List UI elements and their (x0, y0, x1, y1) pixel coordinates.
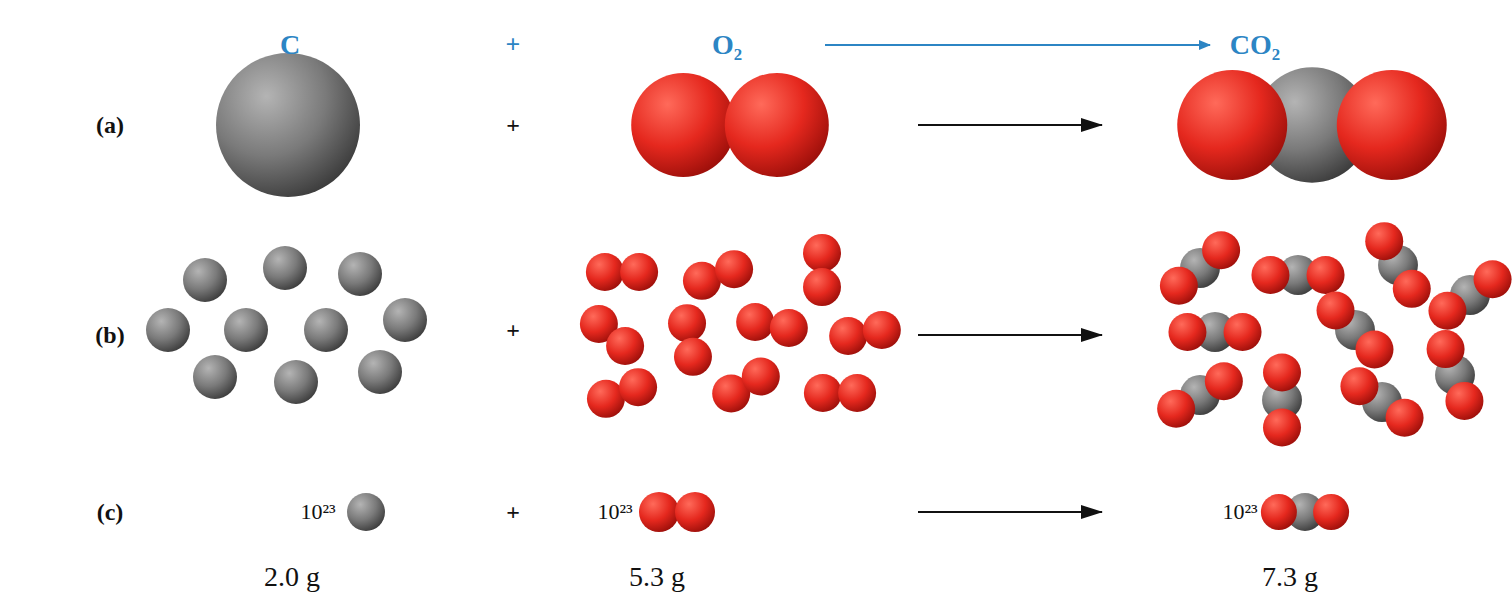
mass-label: 2.0 g (264, 563, 320, 591)
carbon-atom (146, 308, 190, 352)
oxygen-atom (1428, 292, 1466, 330)
oxygen-atom (1307, 256, 1345, 294)
oxygen-atom (639, 492, 679, 532)
molecule-models (146, 53, 1512, 532)
oxygen-atom (586, 253, 624, 291)
carbon-atom (224, 308, 268, 352)
oxygen-atom (1160, 267, 1198, 305)
oxygen-atom (1474, 260, 1512, 298)
plus-sign: + (506, 318, 520, 342)
oxygen-atom (770, 309, 808, 347)
reactant-formula: C (280, 31, 300, 59)
oxygen-atom (838, 374, 876, 412)
oxygen-atom (1365, 222, 1403, 260)
oxygen-atom (1427, 330, 1465, 368)
carbon-atom (347, 493, 385, 531)
oxygen-atom (631, 73, 735, 177)
oxygen-atom (1177, 70, 1287, 180)
oxygen-atom (1205, 362, 1243, 400)
row-label: (a) (96, 113, 124, 137)
plus-sign: + (506, 32, 521, 58)
plus-sign: + (506, 113, 520, 137)
carbon-atom (304, 308, 348, 352)
mass-label: 7.3 g (1262, 563, 1318, 591)
oxygen-atom (1337, 70, 1447, 180)
oxygen-atom (668, 304, 706, 342)
oxygen-atom (725, 73, 829, 177)
reaction-arrow (918, 124, 1102, 126)
oxygen-atom (1445, 382, 1483, 420)
oxygen-atom (863, 311, 901, 349)
oxygen-atom (1317, 292, 1355, 330)
oxygen-atom (1263, 409, 1301, 447)
carbon-atom (274, 360, 318, 404)
header-arrow (825, 44, 1210, 46)
oxygen-atom (829, 317, 867, 355)
carbon-atom (358, 350, 402, 394)
carbon-atom (216, 53, 360, 197)
count-label: 10²³ (300, 501, 335, 523)
mass-label: 5.3 g (629, 563, 685, 591)
oxygen-atom (674, 338, 712, 376)
oxygen-atom (1340, 367, 1378, 405)
oxygen-atom (606, 327, 644, 365)
oxygen-atom (803, 234, 841, 272)
carbon-atom (193, 355, 237, 399)
oxygen-atom (1263, 353, 1301, 391)
oxygen-atom (1393, 270, 1431, 308)
carbon-atom (183, 258, 227, 302)
oxygen-atom (620, 253, 658, 291)
reactant-formula: O₂ (712, 31, 742, 59)
oxygen-atom (736, 303, 774, 341)
oxygen-atom (1386, 399, 1424, 437)
oxygen-atom (804, 374, 842, 412)
oxygen-atom (1261, 494, 1297, 530)
oxygen-atom (1313, 494, 1349, 530)
oxygen-atom (1224, 313, 1262, 351)
oxygen-atom (1355, 330, 1393, 368)
oxygen-atom (1202, 231, 1240, 269)
oxygen-atom (742, 357, 780, 395)
carbon-atom (383, 298, 427, 342)
oxygen-atom (675, 492, 715, 532)
count-label: 10²³ (597, 501, 632, 523)
oxygen-atom (619, 368, 657, 406)
reaction-arrow (918, 334, 1102, 336)
carbon-atom (263, 246, 307, 290)
product-formula: CO₂ (1230, 31, 1280, 59)
row-label: (b) (95, 323, 124, 347)
count-label: 10²³ (1222, 501, 1257, 523)
oxygen-atom (1157, 390, 1195, 428)
oxygen-atom (803, 268, 841, 306)
oxygen-atom (1168, 313, 1206, 351)
plus-sign: + (506, 500, 520, 524)
row-label: (c) (97, 500, 124, 524)
carbon-atom (338, 252, 382, 296)
oxygen-atom (1251, 256, 1289, 294)
reaction-arrow (918, 511, 1102, 513)
oxygen-atom (715, 250, 753, 288)
